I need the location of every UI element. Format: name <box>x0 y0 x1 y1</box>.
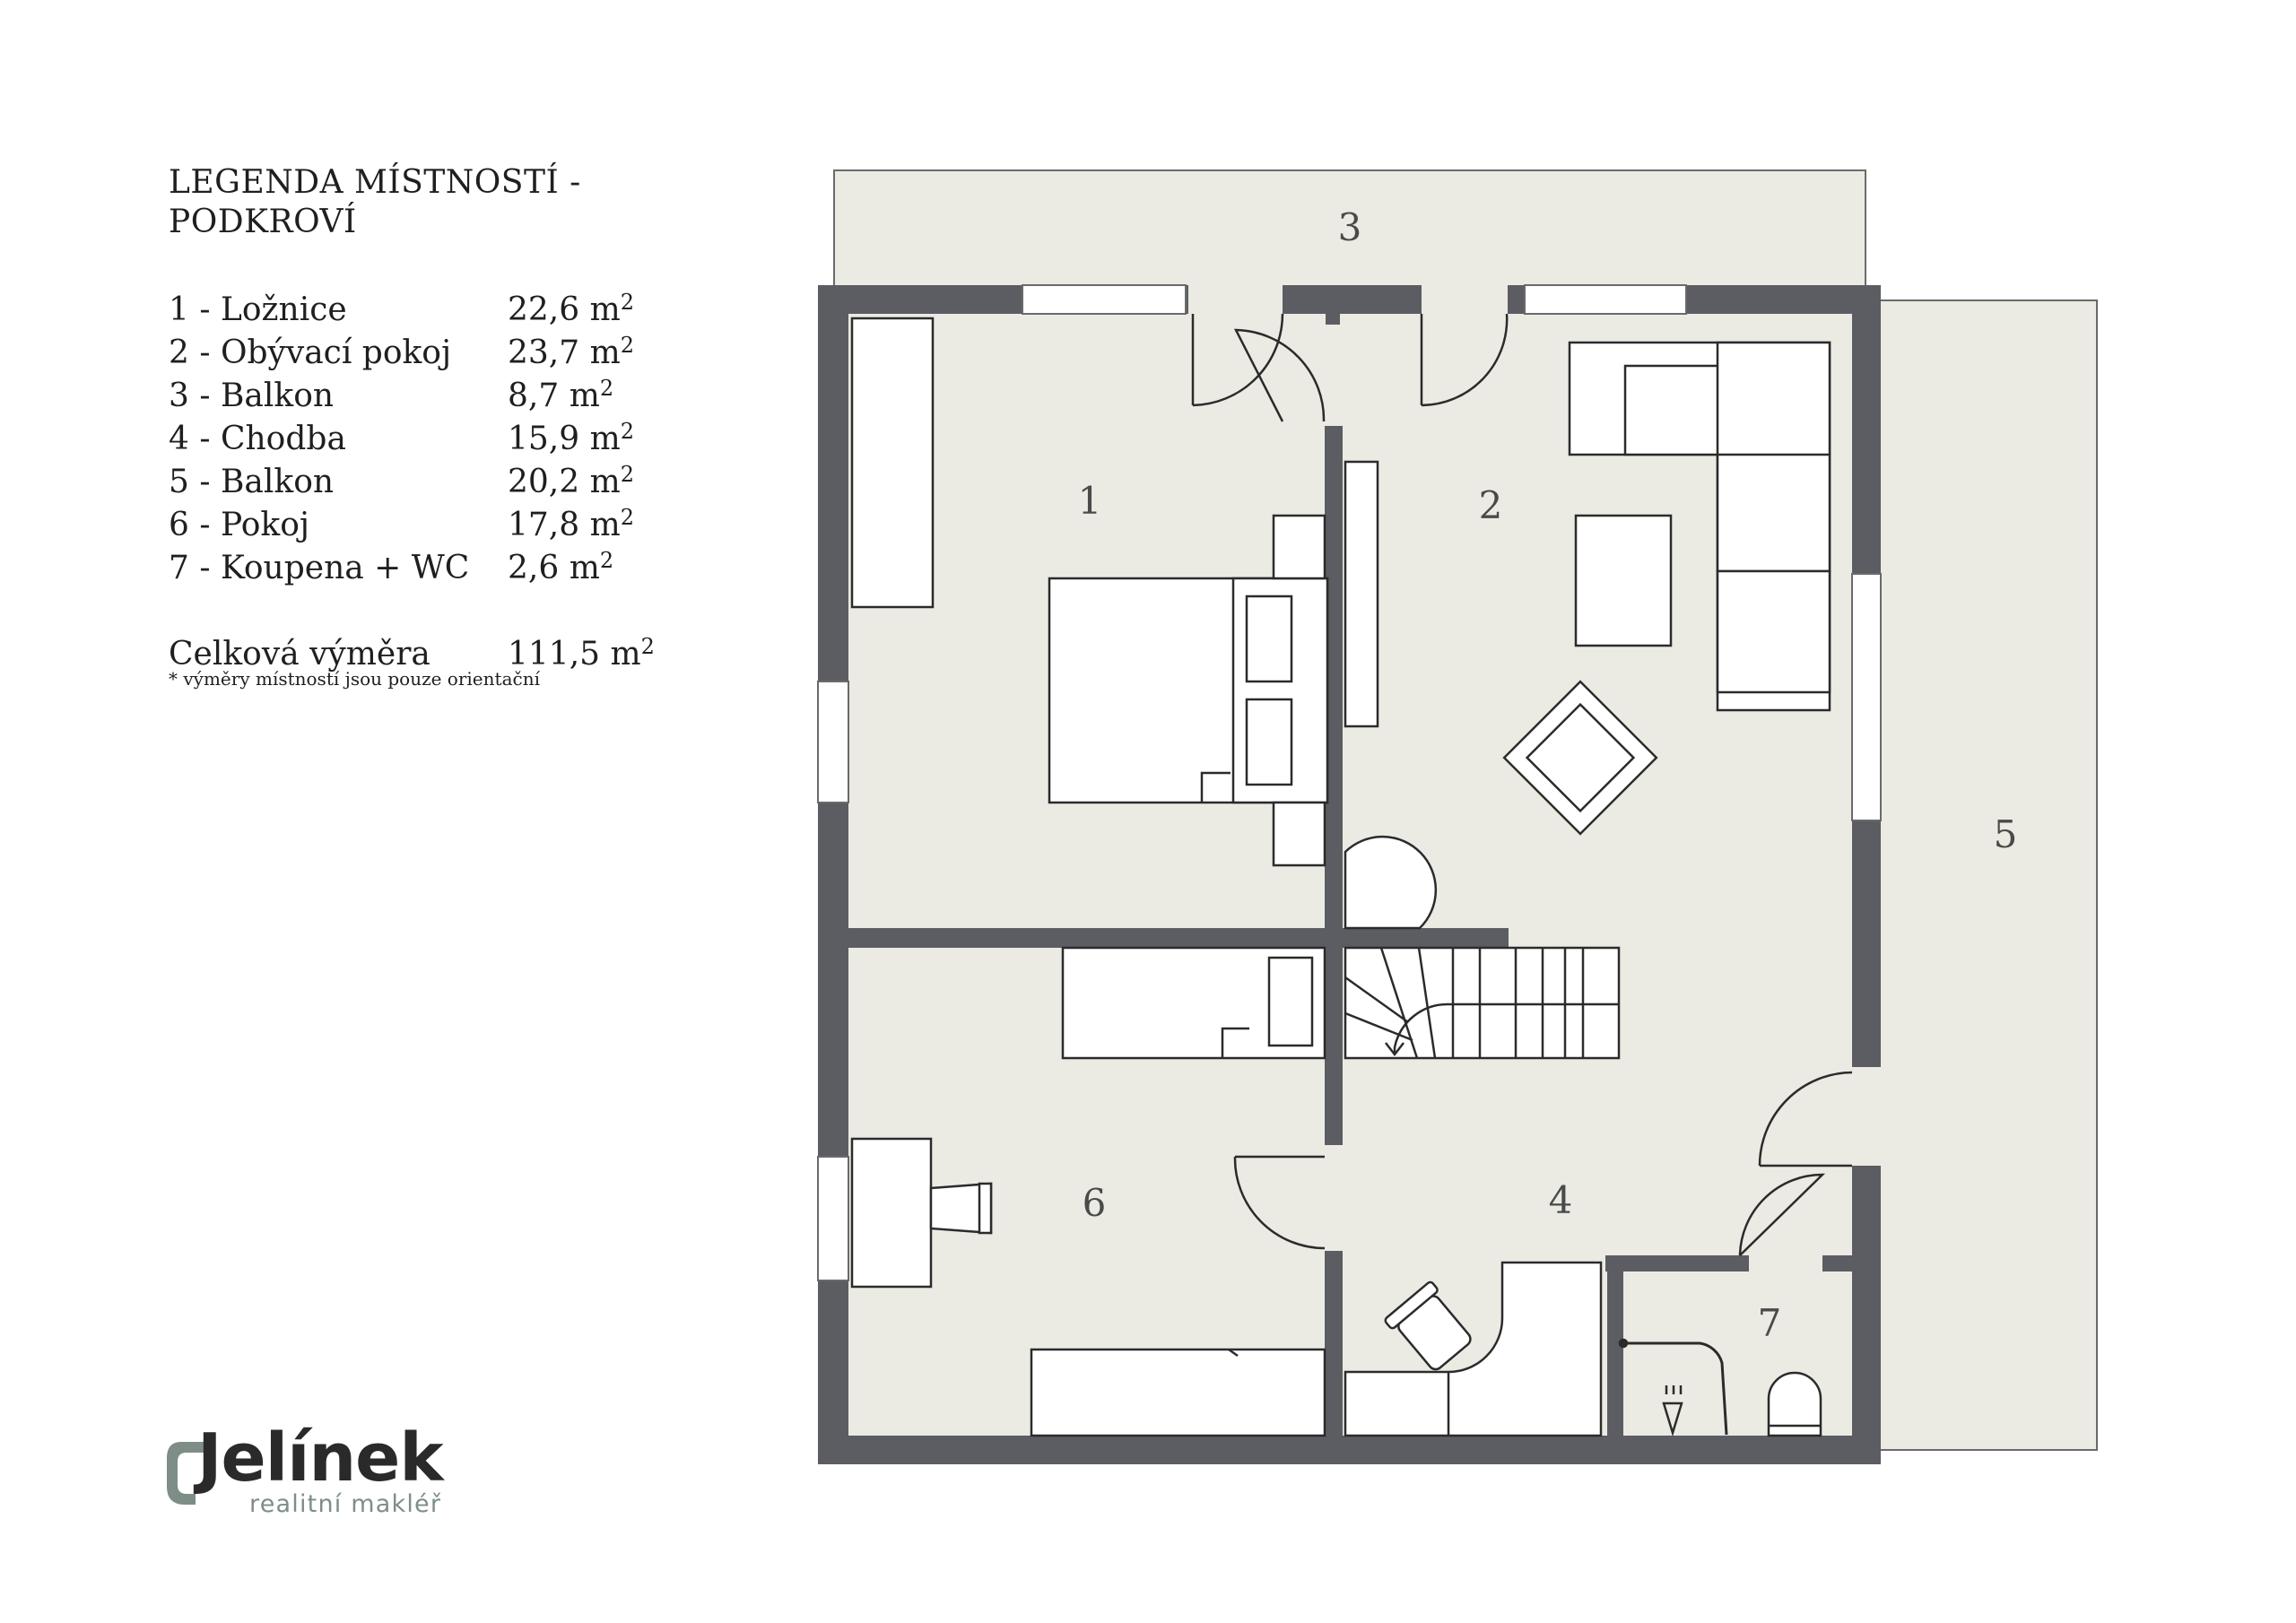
top-door-openings <box>1188 285 1508 314</box>
legend-row: 1 - Ložnice 22,6 m2 <box>169 289 743 332</box>
legend-room-name: 5 - Balkon <box>169 464 335 500</box>
room-number-1: 1 <box>1078 479 1102 523</box>
room-number-2: 2 <box>1479 483 1503 527</box>
legend-row: 6 - Pokoj 17,8 m2 <box>169 504 743 547</box>
legend-room-area: 8,7 m2 <box>508 376 614 414</box>
legend-room-name: 6 - Pokoj <box>169 507 310 543</box>
right-door-openings <box>1852 1067 1881 1166</box>
room-number-4: 4 <box>1549 1178 1573 1222</box>
legend-total-label: Celková výměra <box>169 636 430 673</box>
room-legend: LEGENDA MÍSTNOSTÍ - PODKROVÍ 1 - Ložnice… <box>169 163 743 676</box>
shower-curtain <box>1623 1341 1728 1436</box>
legend-room-area: 23,7 m2 <box>508 333 635 371</box>
legend-row: 5 - Balkon 20,2 m2 <box>169 461 743 504</box>
wardrobe <box>850 317 935 609</box>
nightstand-bottom <box>1272 801 1326 867</box>
left-windows <box>817 681 849 1281</box>
shower-head <box>1662 1402 1683 1437</box>
office-chair <box>1384 1280 1472 1371</box>
legend-row: 2 - Obývací pokoj 23,7 m2 <box>169 332 743 375</box>
logo-wordmark: Jelínek <box>197 1419 444 1497</box>
legend-title: LEGENDA MÍSTNOSTÍ - PODKROVÍ <box>169 164 581 240</box>
legend-room-area: 22,6 m2 <box>508 290 635 328</box>
tv-unit <box>1344 460 1379 728</box>
legend-room-name: 7 - Koupena + WC <box>169 550 470 586</box>
coffee-table <box>1574 514 1673 647</box>
room6-furniture <box>850 946 1326 1437</box>
top-windows <box>1022 284 1687 315</box>
dresser <box>1030 1348 1326 1437</box>
logo-tagline: realitní makléř <box>249 1490 442 1518</box>
balcony-5 <box>1874 299 2098 1451</box>
legend-room-area: 15,9 m2 <box>508 419 635 457</box>
legend-room-area: 2,6 m2 <box>508 548 614 586</box>
company-logo: Jelínek realitní makléř <box>161 1420 538 1524</box>
door-swings <box>1191 313 1853 1256</box>
legend-total-row: Celková výměra 111,5 m2 <box>169 633 743 676</box>
legend-list: 1 - Ložnice 22,6 m2 2 - Obývací pokoj 23… <box>169 289 743 676</box>
room4-furniture <box>1344 1261 1603 1437</box>
staircase <box>1344 946 1621 1060</box>
legend-room-area: 20,2 m2 <box>508 462 635 500</box>
legend-room-name: 4 - Chodba <box>169 421 346 457</box>
desk <box>850 1137 933 1289</box>
column-round <box>1344 835 1438 930</box>
room1-furniture <box>850 317 1438 930</box>
room2-furniture <box>1502 341 1831 836</box>
area-footnote: * výměry místností jsou pouze orientační <box>169 668 540 690</box>
legend-row: 7 - Koupena + WC 2,6 m2 <box>169 547 743 590</box>
room-number-3: 3 <box>1338 205 1362 249</box>
right-window <box>1851 573 1882 821</box>
room-number-7: 7 <box>1758 1301 1782 1345</box>
armchair <box>1502 680 1658 836</box>
corner-desk <box>1344 1261 1603 1437</box>
legend-room-name: 1 - Ložnice <box>169 291 347 328</box>
interior-walls <box>818 426 1881 1464</box>
room-number-6: 6 <box>1083 1181 1107 1225</box>
room-number-5: 5 <box>1994 812 2018 856</box>
legend-row: 3 - Balkon 8,7 m2 <box>169 375 743 418</box>
toilet <box>1767 1371 1822 1437</box>
legend-row: 4 - Chodba 15,9 m2 <box>169 418 743 461</box>
legend-total-area: 111,5 m2 <box>508 634 655 673</box>
legend-room-area: 17,8 m2 <box>508 505 635 543</box>
legend-room-name: 3 - Balkon <box>169 378 335 414</box>
room7-fixtures <box>1618 1338 1822 1437</box>
logo-mark-icon <box>167 1442 215 1505</box>
nightstand-top <box>1272 514 1326 580</box>
legend-room-name: 2 - Obývací pokoj <box>169 334 452 371</box>
